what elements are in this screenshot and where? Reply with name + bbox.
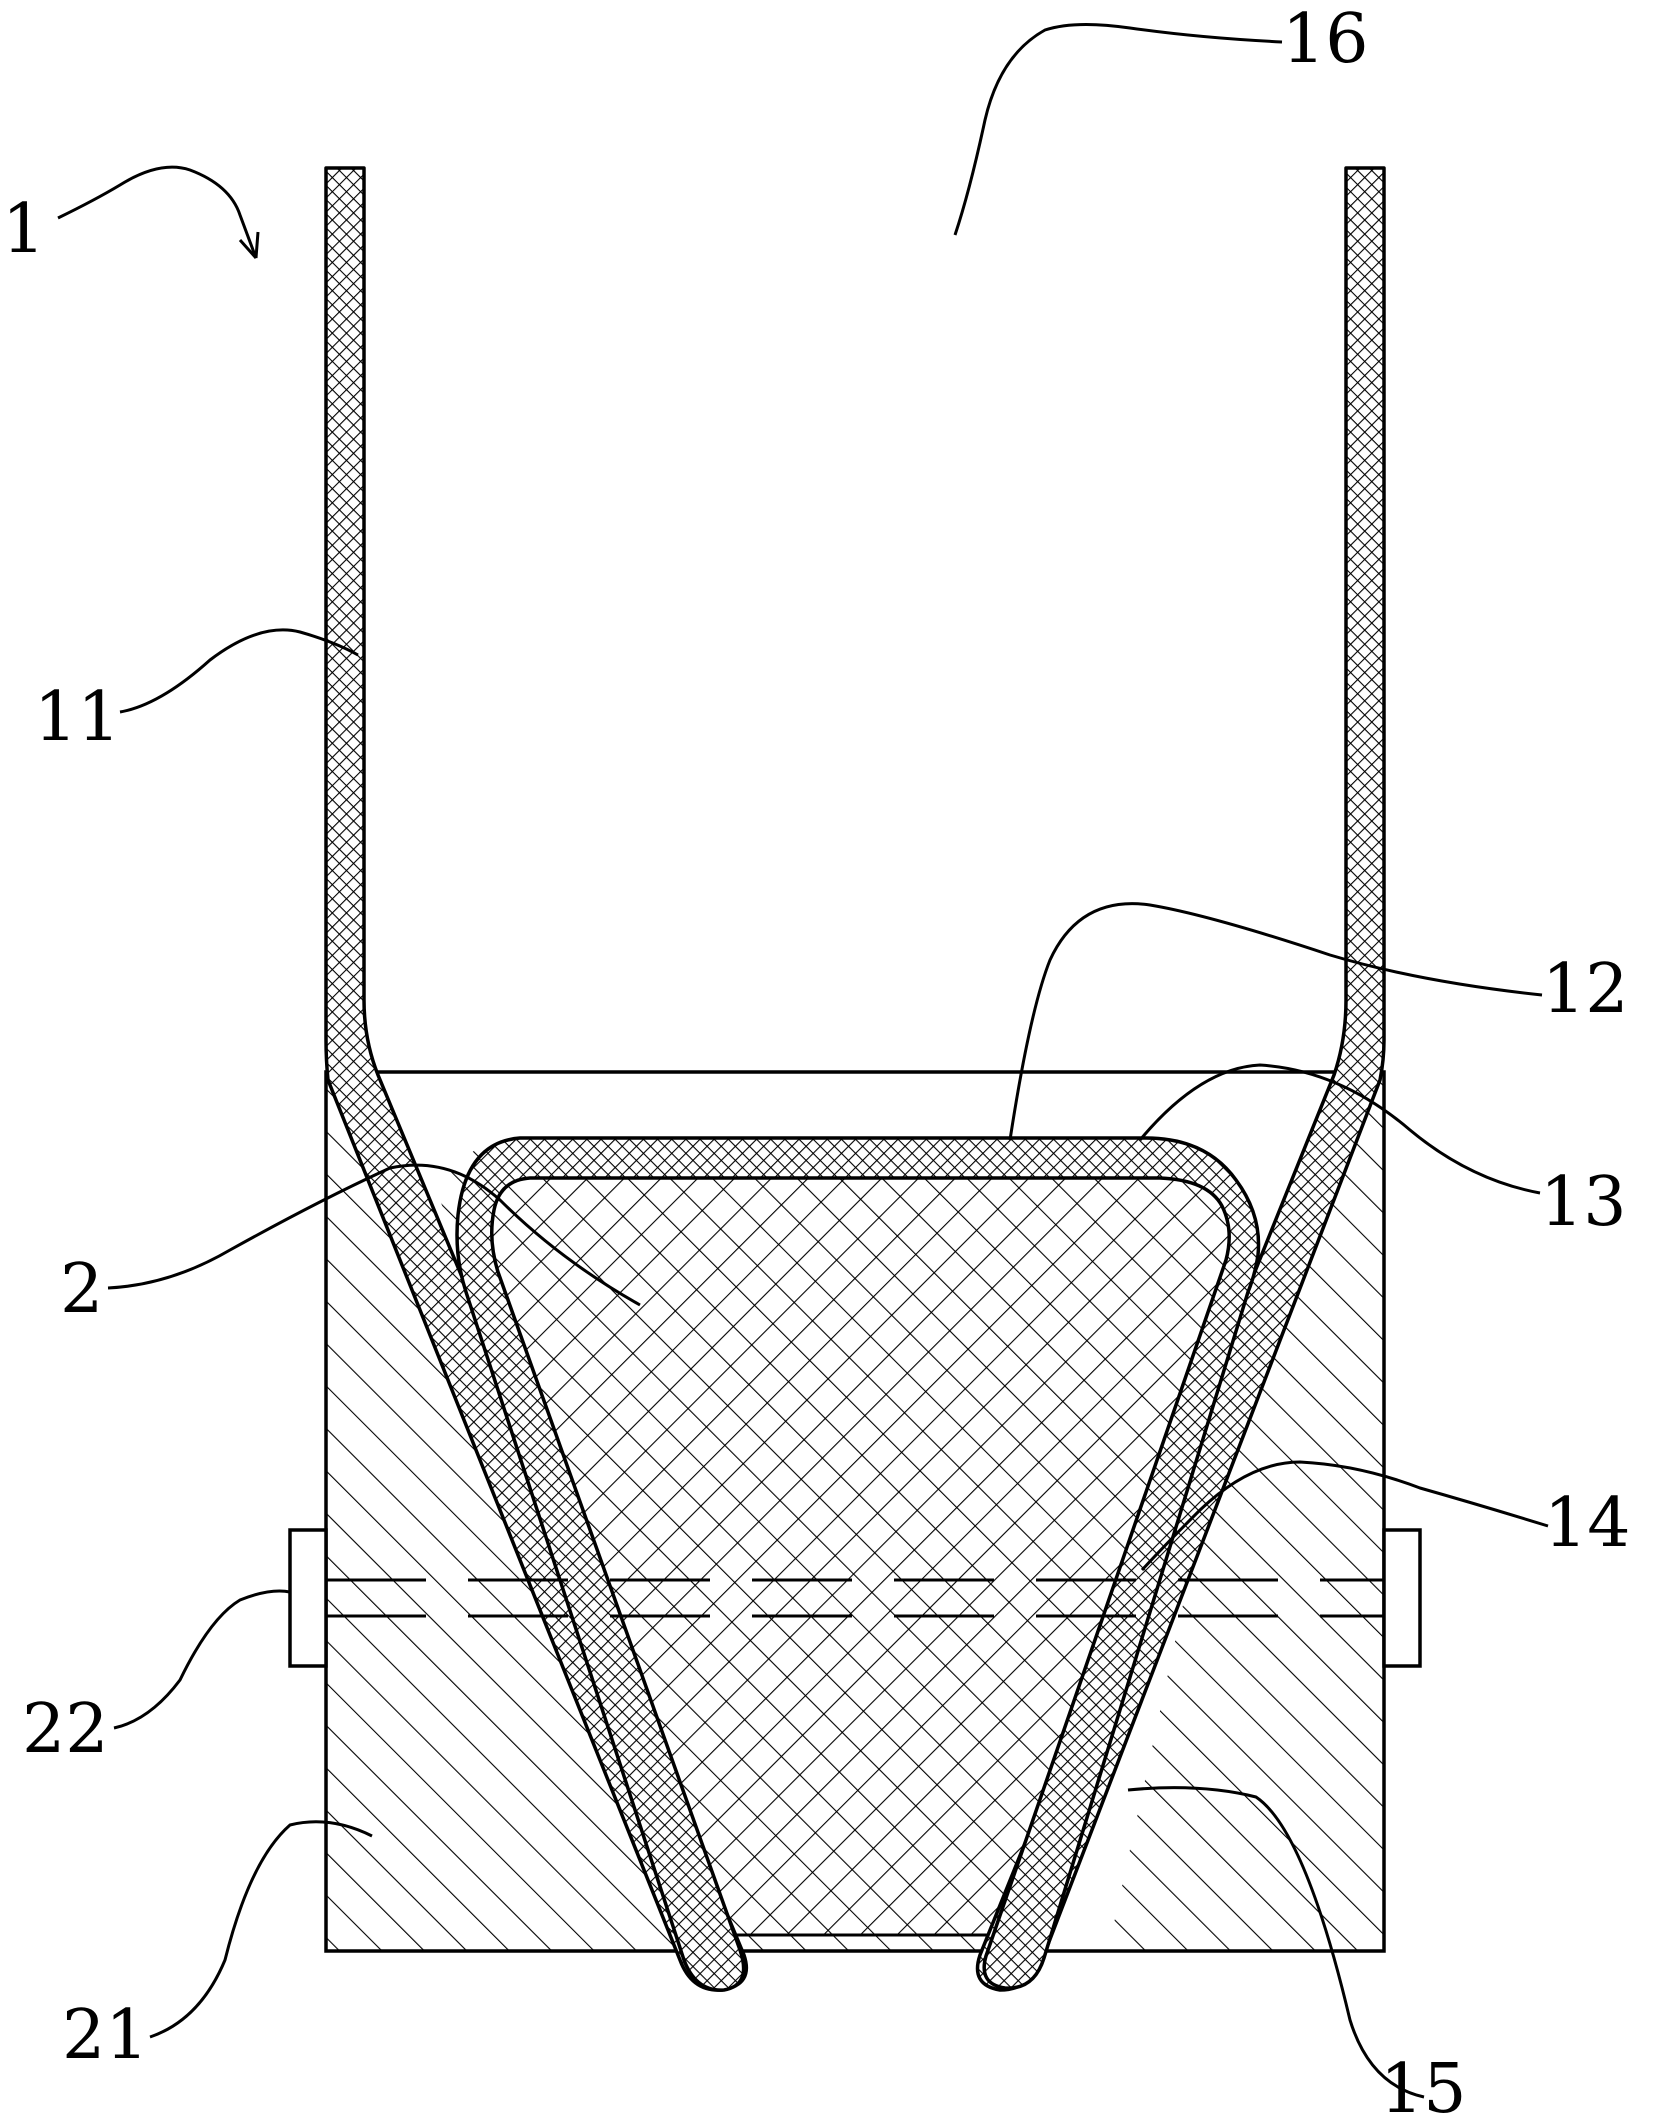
fastener-dashed-lines [326, 1578, 1384, 1618]
fastener-plate-right [1382, 1528, 1422, 1668]
label-13: 13 [1540, 1163, 1627, 1242]
reference-labels: 1 16 11 12 13 2 14 22 21 15 [2, 0, 1631, 2127]
fastener-plate-left [288, 1528, 328, 1668]
label-2: 2 [60, 1250, 103, 1329]
label-12: 12 [1542, 950, 1629, 1029]
label-11: 11 [34, 678, 121, 757]
label-1: 1 [2, 190, 45, 269]
leader-lines [57, 22, 1549, 2099]
label-22: 22 [22, 1690, 109, 1769]
sheet-layer [324, 166, 1386, 1992]
label-15: 15 [1380, 2050, 1467, 2127]
opening-region [350, 168, 1360, 1058]
label-16: 16 [1282, 0, 1369, 79]
label-21: 21 [62, 1996, 149, 2075]
label-14: 14 [1544, 1484, 1631, 1563]
